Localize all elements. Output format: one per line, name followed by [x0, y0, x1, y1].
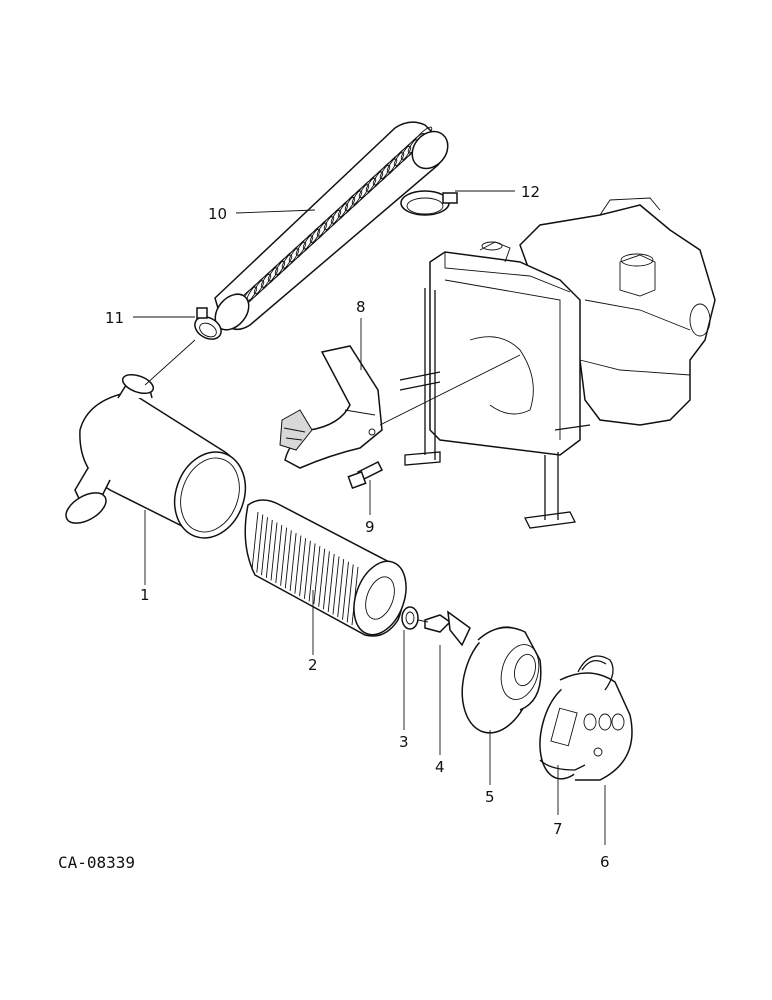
filter-pleat — [256, 514, 264, 573]
hose-part-10 — [214, 121, 449, 331]
hose-clamp-part-11 — [194, 307, 222, 340]
callout-7: 7 — [553, 820, 563, 838]
callout-9: 9 — [365, 518, 375, 536]
bolt-part-9 — [347, 460, 384, 489]
filter-pleat — [351, 566, 359, 626]
hose-clamp-part-12 — [400, 190, 458, 216]
filter-pleat — [322, 551, 330, 610]
leader-lines — [133, 190, 606, 845]
filter-pleat — [261, 517, 268, 576]
filter-pleat — [346, 564, 354, 623]
clip-part-7 — [539, 655, 614, 771]
filter-pleat — [303, 540, 311, 599]
filter-pleat — [265, 519, 273, 578]
callout-3: 3 — [399, 733, 409, 751]
callout-4: 4 — [435, 758, 445, 776]
callout-1: 1 — [140, 586, 150, 604]
filter-pleat — [308, 543, 316, 602]
filter-pleat — [294, 535, 302, 594]
callout-labels: 1 2 3 4 5 6 7 8 9 10 11 12 — [105, 183, 610, 871]
assembly-axis-lines — [144, 339, 521, 623]
filter-pleat — [318, 548, 326, 607]
filter-pleat — [327, 553, 335, 612]
dust-cap-part-6 — [539, 672, 633, 781]
filter-element-part-2 — [244, 499, 407, 637]
filter-pleat — [270, 522, 278, 581]
filter-pleat — [299, 538, 307, 597]
wing-nut-part-4 — [424, 610, 471, 647]
filter-pleat — [337, 559, 345, 618]
filter-pleat — [284, 530, 292, 589]
callout-5: 5 — [485, 788, 495, 806]
filter-pleat — [251, 511, 259, 571]
callout-12: 12 — [521, 183, 540, 201]
callout-6: 6 — [600, 853, 610, 871]
filter-pleat — [313, 545, 321, 605]
mounting-band-part-8 — [279, 345, 383, 469]
callout-10: 10 — [208, 205, 227, 223]
filter-pleat — [275, 525, 283, 584]
cover-part-5 — [461, 626, 542, 734]
callout-11: 11 — [105, 309, 124, 327]
filter-pleat — [280, 527, 288, 586]
engine-assembly — [399, 197, 716, 529]
callout-2: 2 — [308, 656, 318, 674]
washer-part-3 — [401, 606, 419, 630]
filter-pleat — [289, 532, 297, 592]
figure-code: CA-08339 — [58, 853, 135, 872]
callout-8: 8 — [356, 298, 366, 316]
filter-pleat — [342, 561, 349, 620]
air-cleaner-housing-part-1 — [65, 373, 247, 539]
filter-pleat — [332, 556, 340, 615]
